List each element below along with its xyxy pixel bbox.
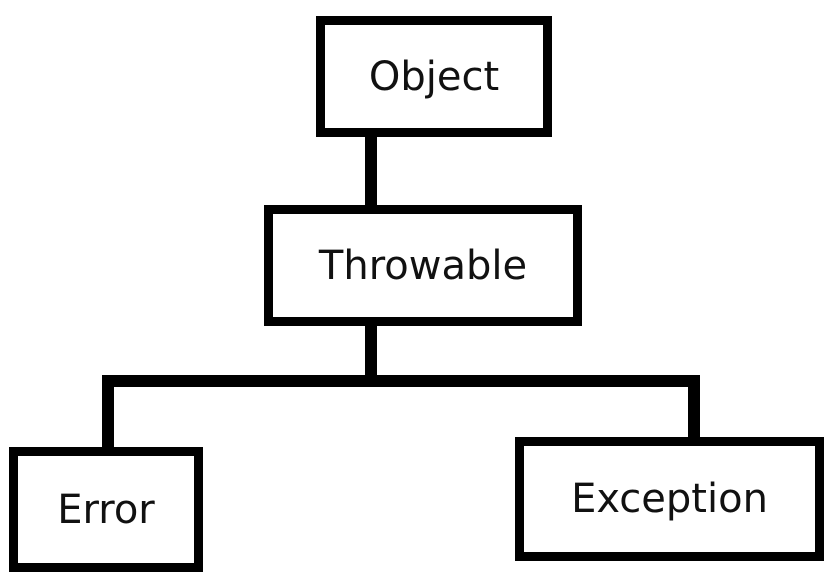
connector-horizontal-branch — [102, 375, 700, 387]
node-object-label: Object — [368, 53, 500, 100]
connector-branch-exception — [688, 375, 700, 437]
node-exception-label: Exception — [571, 476, 768, 522]
connector-branch-error — [102, 375, 114, 447]
node-exception: Exception — [515, 437, 824, 561]
node-object: Object — [316, 16, 552, 137]
connector-throwable-branch — [365, 326, 377, 382]
node-error: Error — [9, 447, 203, 572]
connector-object-throwable — [365, 137, 377, 205]
node-throwable-label: Throwable — [318, 242, 528, 289]
node-error-label: Error — [57, 486, 155, 533]
node-throwable: Throwable — [264, 205, 582, 326]
